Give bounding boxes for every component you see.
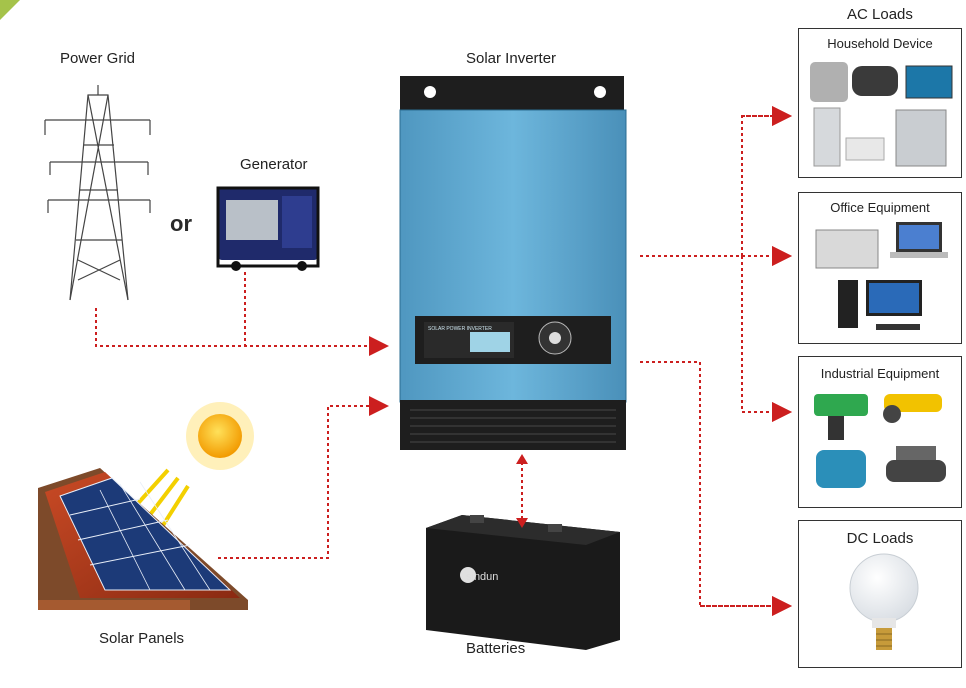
industrial-equipment-label: Industrial Equipment [820,366,940,381]
grid-to-inverter-connector [95,308,389,356]
dc-loads-label: DC Loads [846,530,914,547]
industrial-equipment-box: Industrial Equipment [798,356,962,508]
inverter-to-industrial-connector [741,256,792,422]
power-grid-tower-icon [44,85,151,301]
solar-panels-label: Solar Panels [99,630,185,647]
generator-label: Generator [240,156,308,173]
inverter-to-household-connector [741,106,792,256]
solar-inverter-label: Solar Inverter [466,50,557,67]
generator-icon [216,186,320,271]
corner-accent [0,0,20,20]
battery-icon [426,515,620,650]
sun-icon [130,402,254,532]
battery-up-arrow [516,454,528,464]
dc-loads-box: DC Loads [798,520,962,668]
office-equipment-box: Office Equipment [798,192,962,344]
solar-to-inverter-connector [218,396,389,559]
household-device-box: Household Device [798,28,962,178]
solar-panels-icon [38,468,248,610]
batteries-label: Batteries [466,640,526,657]
or-label: or [170,211,192,236]
household-device-label: Household Device [827,36,933,51]
solar-inverter-icon [399,76,627,450]
inverter-to-dc-connector [640,361,792,616]
ac-loads-label: AC Loads [847,6,913,23]
power-grid-label: Power Grid [60,50,136,67]
battery-down-arrow [516,518,528,528]
office-equipment-label: Office Equipment [830,200,930,215]
